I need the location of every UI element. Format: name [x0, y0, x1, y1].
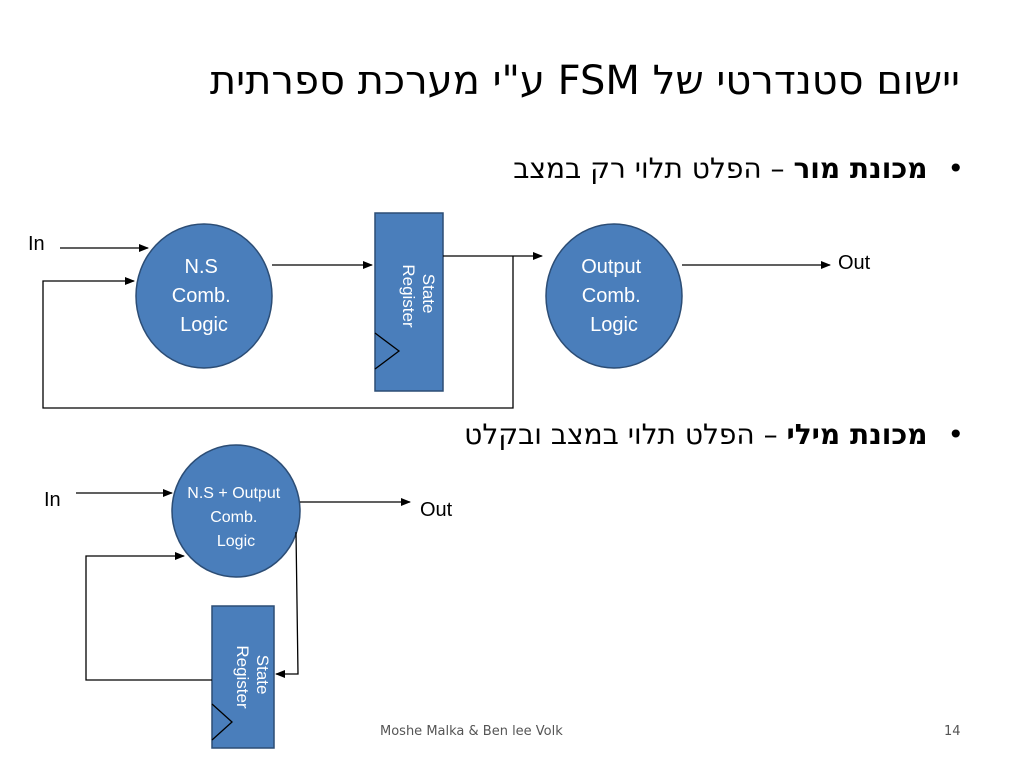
bullet-moore-text: – הפלט תלוי רק במצב [513, 152, 794, 185]
page-number: 14 [944, 724, 961, 739]
mealy-register-label: State Register [233, 645, 272, 709]
clock-icon [374, 332, 401, 370]
bullet-mealy-text: – הפלט תלוי במצב ובקלט [464, 418, 787, 451]
moore-diagram: In N.S Comb. Logic State Register Output… [28, 212, 871, 409]
moore-out-line-3: Logic [590, 314, 638, 336]
moore-output-logic-block [545, 223, 683, 369]
moore-feedback-wire [42, 256, 514, 409]
mealy-logic-line-2: Comb. [210, 509, 257, 526]
moore-ns-line-2: Comb. [172, 285, 231, 307]
moore-in-label: In [28, 233, 45, 255]
moore-register-line-2: Register [399, 264, 418, 328]
clock-icon [211, 703, 233, 741]
moore-ns-logic-label: N.S Comb. Logic [172, 256, 236, 336]
mealy-logic-block [171, 444, 301, 578]
mealy-logic-label: N.S + Output Comb. Logic [187, 485, 284, 550]
moore-ns-line-1: N.S [185, 256, 218, 278]
moore-register-label: State Register [399, 264, 438, 328]
moore-out-line-1: Output [581, 256, 641, 278]
slide-title: יישום סטנדרטי של FSM ע"י מערכת ספרתית [209, 58, 960, 104]
mealy-logic-line-3: Logic [217, 533, 255, 550]
bullet-moore: • מכונת מור – הפלט תלוי רק במצב [513, 150, 964, 188]
slide-footer: Moshe Malka & Ben lee Volk [380, 724, 563, 739]
mealy-register-line-2: Register [233, 645, 252, 709]
mealy-state-register [211, 605, 275, 749]
moore-output-logic-label: Output Comb. Logic [581, 256, 647, 336]
mealy-logic-to-register-wire [275, 531, 299, 678]
bullet-mealy-bold: מכונת מילי [786, 418, 928, 451]
moore-out-line-2: Comb. [582, 285, 641, 307]
moore-ns-line-3: Logic [180, 314, 228, 336]
mealy-feedback-wire [85, 552, 212, 681]
mealy-in-label: In [44, 489, 61, 511]
bullet-moore-bold: מכונת מור [793, 152, 928, 185]
bullet-dot: • [947, 418, 964, 451]
moore-out-label: Out [838, 252, 871, 274]
moore-register-line-1: State [419, 274, 438, 314]
bullet-dot: • [947, 152, 964, 185]
mealy-register-line-1: State [253, 655, 272, 695]
mealy-logic-line-1: N.S + Output [187, 485, 280, 502]
mealy-diagram: In N.S + Output Comb. Logic Out State Re… [44, 444, 453, 749]
moore-state-register [374, 212, 444, 392]
bullet-mealy: • מכונת מילי – הפלט תלוי במצב ובקלט [464, 416, 964, 454]
moore-ns-logic-block [135, 223, 273, 369]
mealy-out-label: Out [420, 499, 453, 521]
